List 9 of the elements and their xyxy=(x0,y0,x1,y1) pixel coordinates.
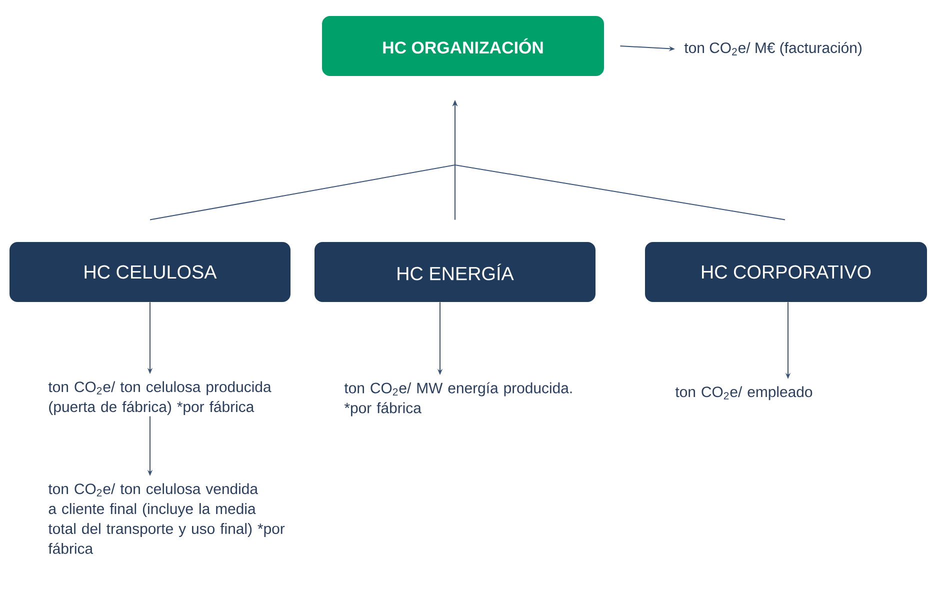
category-box: HC CORPORATIVO xyxy=(645,242,927,302)
metric-text: ton CO$_{2}$e/ M€ (facturación) xyxy=(684,42,862,56)
metric-text: ton CO$_{2}$e/ MW energía producida. *por fábrica xyxy=(344,382,572,416)
metric-text: ton CO$_{2}$e/ ton celulosa vendida a cliente final (incluye la media total del transporte y uso final) *por fábrica xyxy=(48,483,285,554)
category-box: HC ENERGÍA xyxy=(314,242,596,302)
metric-text: ton CO$_{2}$e/ empleado xyxy=(675,386,812,400)
title-box: HC ORGANIZACIÓN xyxy=(322,16,604,76)
metric-text: ton CO$_{2}$e/ ton celulosa producida (puerta de fábrica) *por fábrica xyxy=(48,381,272,416)
category-box: HC CELULOSA xyxy=(10,242,290,302)
